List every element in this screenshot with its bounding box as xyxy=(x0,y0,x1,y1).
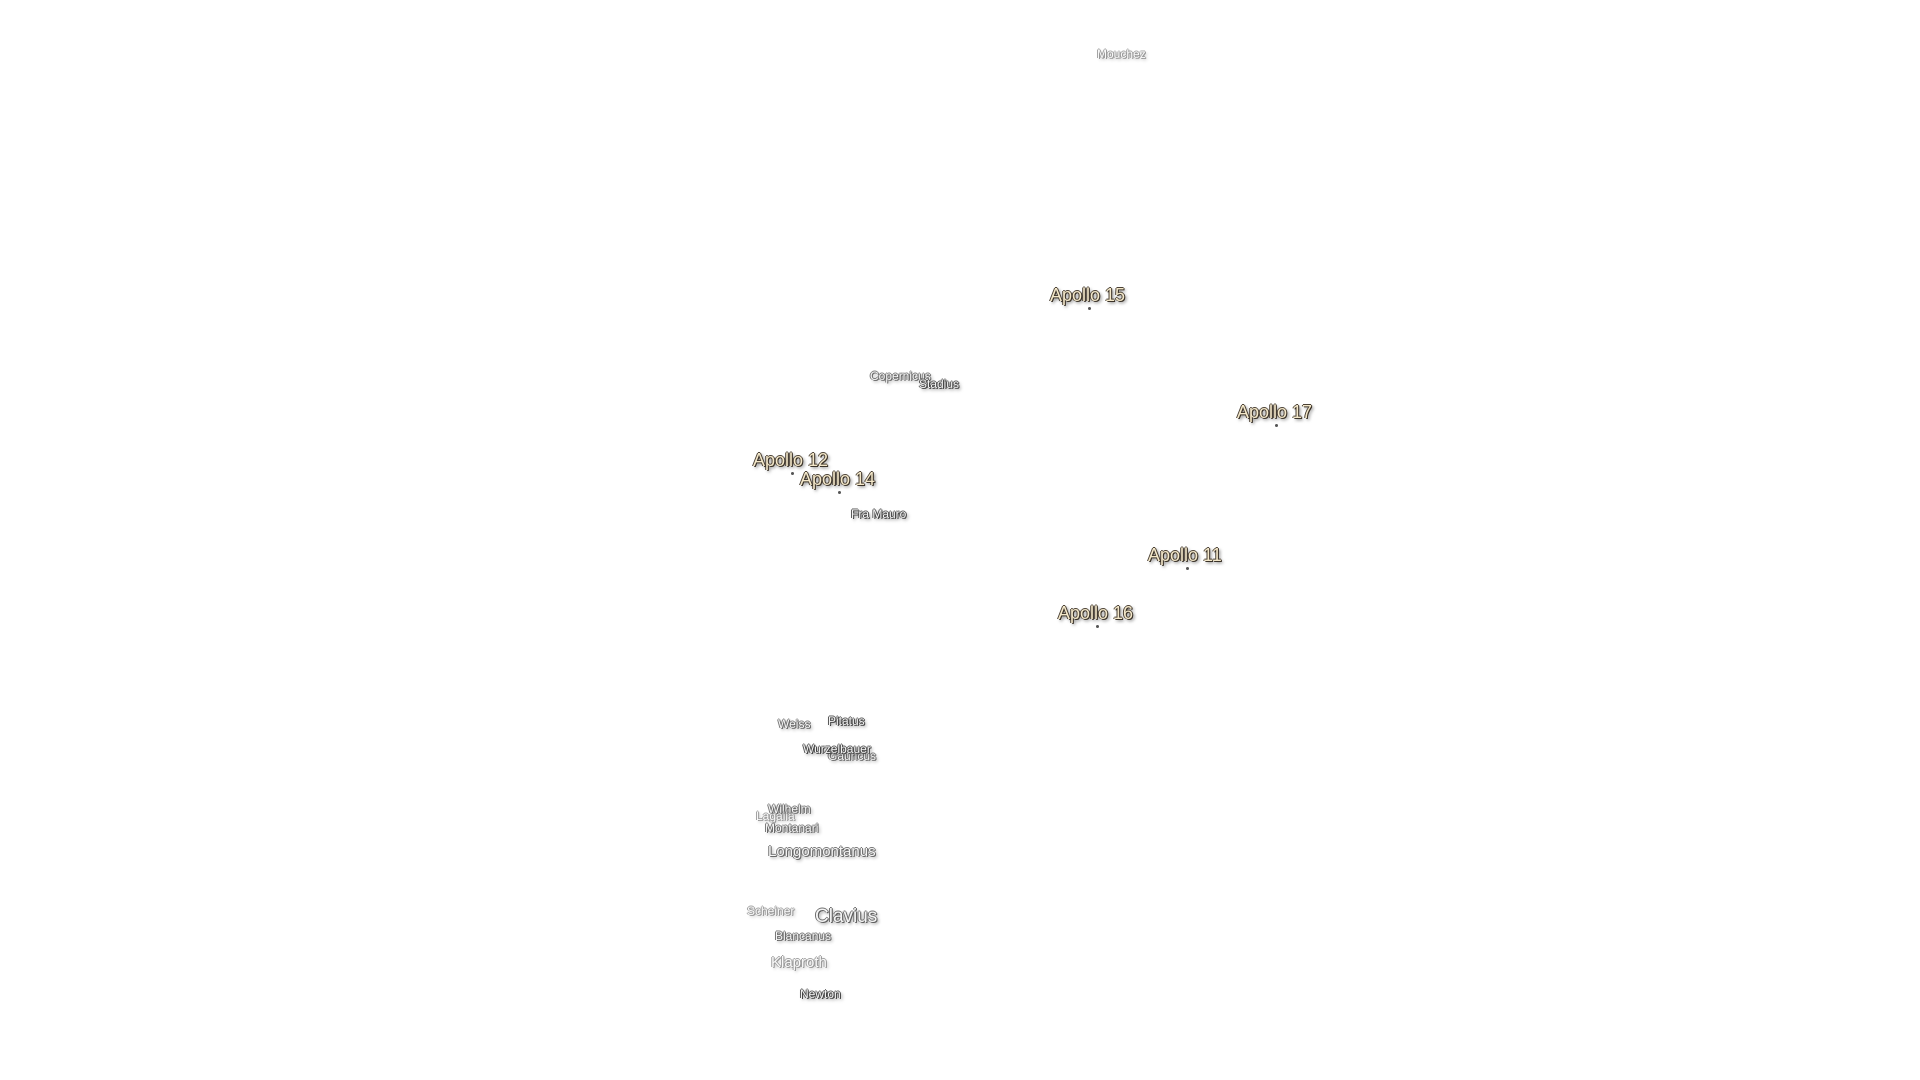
landing-marker-apollo-12[interactable] xyxy=(791,472,794,475)
crater-label-weiss[interactable]: Weiss xyxy=(778,717,811,731)
crater-label-stadius[interactable]: Stadius xyxy=(919,377,960,391)
crater-label-gauricus[interactable]: Gauricus xyxy=(828,749,877,763)
landing-label-apollo-11[interactable]: Apollo 11 xyxy=(1148,545,1222,565)
landing-label-apollo-16[interactable]: Apollo 16 xyxy=(1058,603,1134,623)
crater-label-montanari[interactable]: Montanari xyxy=(765,821,819,835)
landing-marker-apollo-14[interactable] xyxy=(838,491,841,494)
landing-label-apollo-15[interactable]: Apollo 15 xyxy=(1050,285,1126,305)
crater-label-wurzelbauer[interactable]: Wurzelbauer xyxy=(803,742,871,756)
landing-marker-apollo-16[interactable] xyxy=(1096,625,1099,628)
landing-label-apollo-14[interactable]: Apollo 14 xyxy=(800,469,876,489)
crater-label-pitatus[interactable]: Pitatus xyxy=(828,714,865,728)
landing-label-apollo-17[interactable]: Apollo 17 xyxy=(1237,402,1313,422)
crater-label-clavius[interactable]: Clavius xyxy=(815,906,878,927)
crater-label-mouchez[interactable]: Mouchez xyxy=(1097,47,1146,61)
crater-label-blancanus[interactable]: Blancanus xyxy=(775,929,832,943)
crater-label-newton[interactable]: Newton xyxy=(800,987,841,1001)
crater-label-wilhelm[interactable]: Wilhelm xyxy=(768,802,811,816)
landing-marker-apollo-15[interactable] xyxy=(1088,307,1091,310)
crater-label-longomontanus[interactable]: Longomontanus xyxy=(768,843,876,860)
crater-label-lagalla[interactable]: Lagalla xyxy=(756,809,795,823)
landing-marker-apollo-11[interactable] xyxy=(1186,567,1189,570)
landing-marker-apollo-17[interactable] xyxy=(1275,424,1278,427)
crater-label-fra-mauro[interactable]: Fra Mauro xyxy=(851,507,907,521)
crater-label-scheiner[interactable]: Scheiner xyxy=(747,904,795,918)
crater-label-copernicus[interactable]: Copernicus xyxy=(870,369,931,383)
crater-label-klaproth[interactable]: Klaproth xyxy=(771,954,827,971)
landing-label-apollo-12[interactable]: Apollo 12 xyxy=(753,450,829,470)
